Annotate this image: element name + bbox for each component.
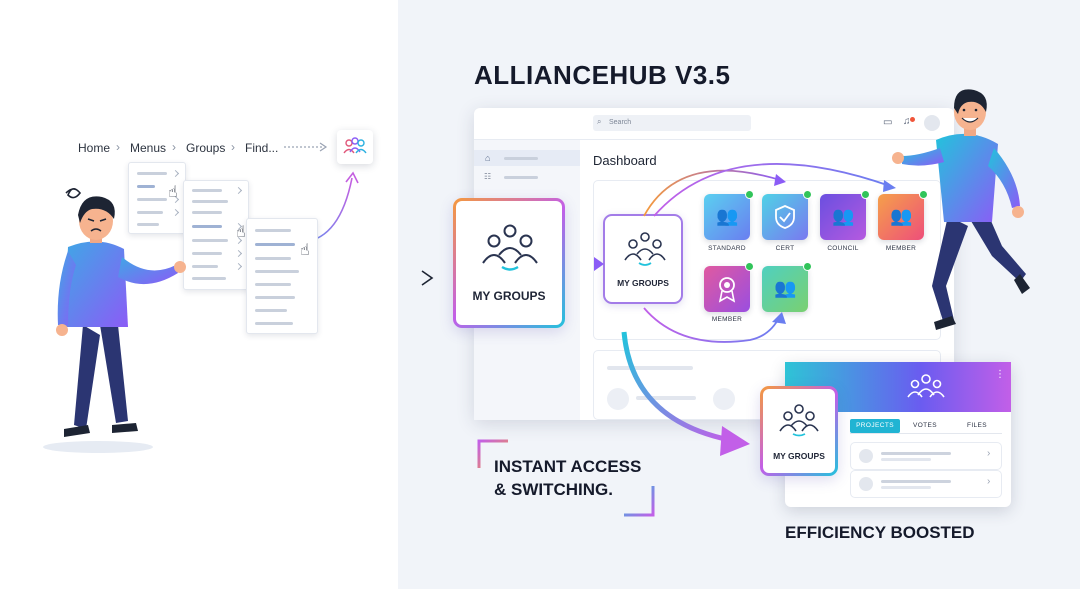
chat-icon[interactable]: ▭ bbox=[883, 117, 893, 128]
home-icon: ⌂ bbox=[485, 153, 491, 163]
dashboard-title: Dashboard bbox=[593, 153, 657, 168]
group-icon bbox=[779, 404, 819, 437]
menu-level-2[interactable] bbox=[183, 180, 249, 290]
corner-bracket-bottom-right bbox=[624, 486, 655, 517]
list-item[interactable]: › bbox=[850, 470, 1002, 498]
chevron-right-icon: › bbox=[987, 476, 991, 487]
app-tile-member[interactable]: 👥 bbox=[878, 194, 924, 240]
frustrated-person-illustration bbox=[43, 187, 186, 453]
corner-bracket-top-left bbox=[477, 439, 508, 468]
online-status-dot bbox=[745, 262, 754, 271]
app-tile-label: MEMBER bbox=[711, 316, 743, 323]
app-tile-council[interactable]: 👥 bbox=[820, 194, 866, 240]
bell-icon[interactable]: ♫ bbox=[903, 116, 911, 127]
placeholder-line bbox=[636, 396, 696, 400]
tab-votes[interactable]: VOTES bbox=[912, 422, 938, 429]
breadcrumb-find[interactable]: Find... bbox=[245, 141, 279, 155]
group-icon: 👥 bbox=[832, 206, 855, 226]
breadcrumb-separator: › bbox=[172, 140, 176, 154]
menu-level-1[interactable] bbox=[128, 162, 186, 234]
transition-arrow bbox=[338, 270, 434, 286]
hand-cursor-icon: ☝ bbox=[236, 224, 246, 241]
group-icon: 👥 bbox=[774, 278, 797, 298]
avatar[interactable] bbox=[924, 115, 940, 131]
tab-divider bbox=[850, 433, 1002, 434]
my-groups-label: MY GROUPS bbox=[617, 278, 669, 288]
efficiency-caption: EFFICIENCY BOOSTED bbox=[785, 523, 975, 542]
breadcrumb-groups[interactable]: Groups bbox=[186, 141, 226, 155]
online-status-dot bbox=[861, 190, 870, 199]
group-icon bbox=[907, 374, 945, 398]
hand-cursor-icon: ☝ bbox=[168, 184, 178, 201]
search-icon: ⌕ bbox=[597, 117, 602, 126]
app-tile-member-award[interactable] bbox=[704, 266, 750, 312]
tab-projects[interactable]: PROJECTS bbox=[850, 419, 900, 433]
online-status-dot bbox=[745, 190, 754, 199]
happy-person-illustration bbox=[892, 89, 1030, 330]
chevron-right-icon: › bbox=[987, 448, 991, 459]
my-groups-label: MY GROUPS bbox=[773, 451, 825, 461]
breadcrumb-home[interactable]: Home bbox=[78, 141, 111, 155]
sidebar-item-label bbox=[504, 176, 538, 179]
more-options-icon[interactable]: ⋮ bbox=[995, 369, 1005, 380]
online-status-dot bbox=[803, 190, 812, 199]
hand-cursor-icon: ☝ bbox=[300, 242, 310, 259]
notification-badge bbox=[910, 117, 915, 122]
group-icon: 👥 bbox=[890, 206, 913, 226]
app-title: ALLIANCEHUB V3.5 bbox=[474, 60, 731, 90]
group-icon: 👥 bbox=[716, 206, 739, 226]
arrow-right bbox=[568, 257, 604, 271]
online-status-dot bbox=[919, 190, 928, 199]
app-tile-label: CERT bbox=[775, 245, 795, 252]
app-tile-label: COUNCIL bbox=[827, 245, 859, 252]
placeholder-avatar bbox=[607, 388, 629, 410]
search-input[interactable]: Search bbox=[593, 115, 751, 131]
app-tile-label: STANDARD bbox=[708, 245, 746, 252]
instant-access-line2: & SWITCHING. bbox=[494, 480, 613, 499]
menu-level-3[interactable] bbox=[246, 218, 318, 334]
flow-arrows bbox=[643, 163, 896, 343]
list-item[interactable]: › bbox=[850, 442, 1002, 470]
app-tile-standard[interactable]: 👥 bbox=[704, 194, 750, 240]
tab-files[interactable]: FILES bbox=[966, 422, 988, 429]
my-groups-card-detail[interactable]: MY GROUPS bbox=[760, 386, 838, 476]
my-groups-label: MY GROUPS bbox=[472, 289, 546, 303]
dotted-arrow bbox=[284, 142, 328, 152]
window-divider bbox=[474, 139, 954, 140]
sweep-arrow bbox=[621, 331, 750, 456]
placeholder-avatar bbox=[713, 388, 735, 410]
breadcrumb-separator: › bbox=[116, 140, 120, 154]
app-tile-label: MEMBER bbox=[885, 245, 917, 252]
shield-check-icon bbox=[775, 205, 795, 229]
online-status-dot bbox=[803, 262, 812, 271]
breadcrumb-separator: › bbox=[231, 140, 235, 154]
instant-access-line1: INSTANT ACCESS bbox=[494, 457, 642, 476]
breadcrumb-menus[interactable]: Menus bbox=[130, 141, 167, 155]
group-icon bbox=[482, 224, 538, 271]
award-icon bbox=[718, 277, 736, 303]
placeholder-line bbox=[607, 366, 693, 370]
app-tile-cert[interactable] bbox=[762, 194, 808, 240]
group-icon bbox=[343, 137, 367, 154]
grid-icon: ☷ bbox=[484, 172, 492, 181]
group-icon bbox=[624, 232, 666, 266]
app-tile-groups[interactable]: 👥 bbox=[762, 266, 808, 312]
my-groups-card-small[interactable]: MY GROUPS bbox=[603, 214, 683, 304]
my-groups-card-large[interactable]: MY GROUPS bbox=[453, 198, 565, 328]
small-groups-tile[interactable] bbox=[337, 130, 373, 164]
sidebar-item-label bbox=[504, 157, 538, 160]
